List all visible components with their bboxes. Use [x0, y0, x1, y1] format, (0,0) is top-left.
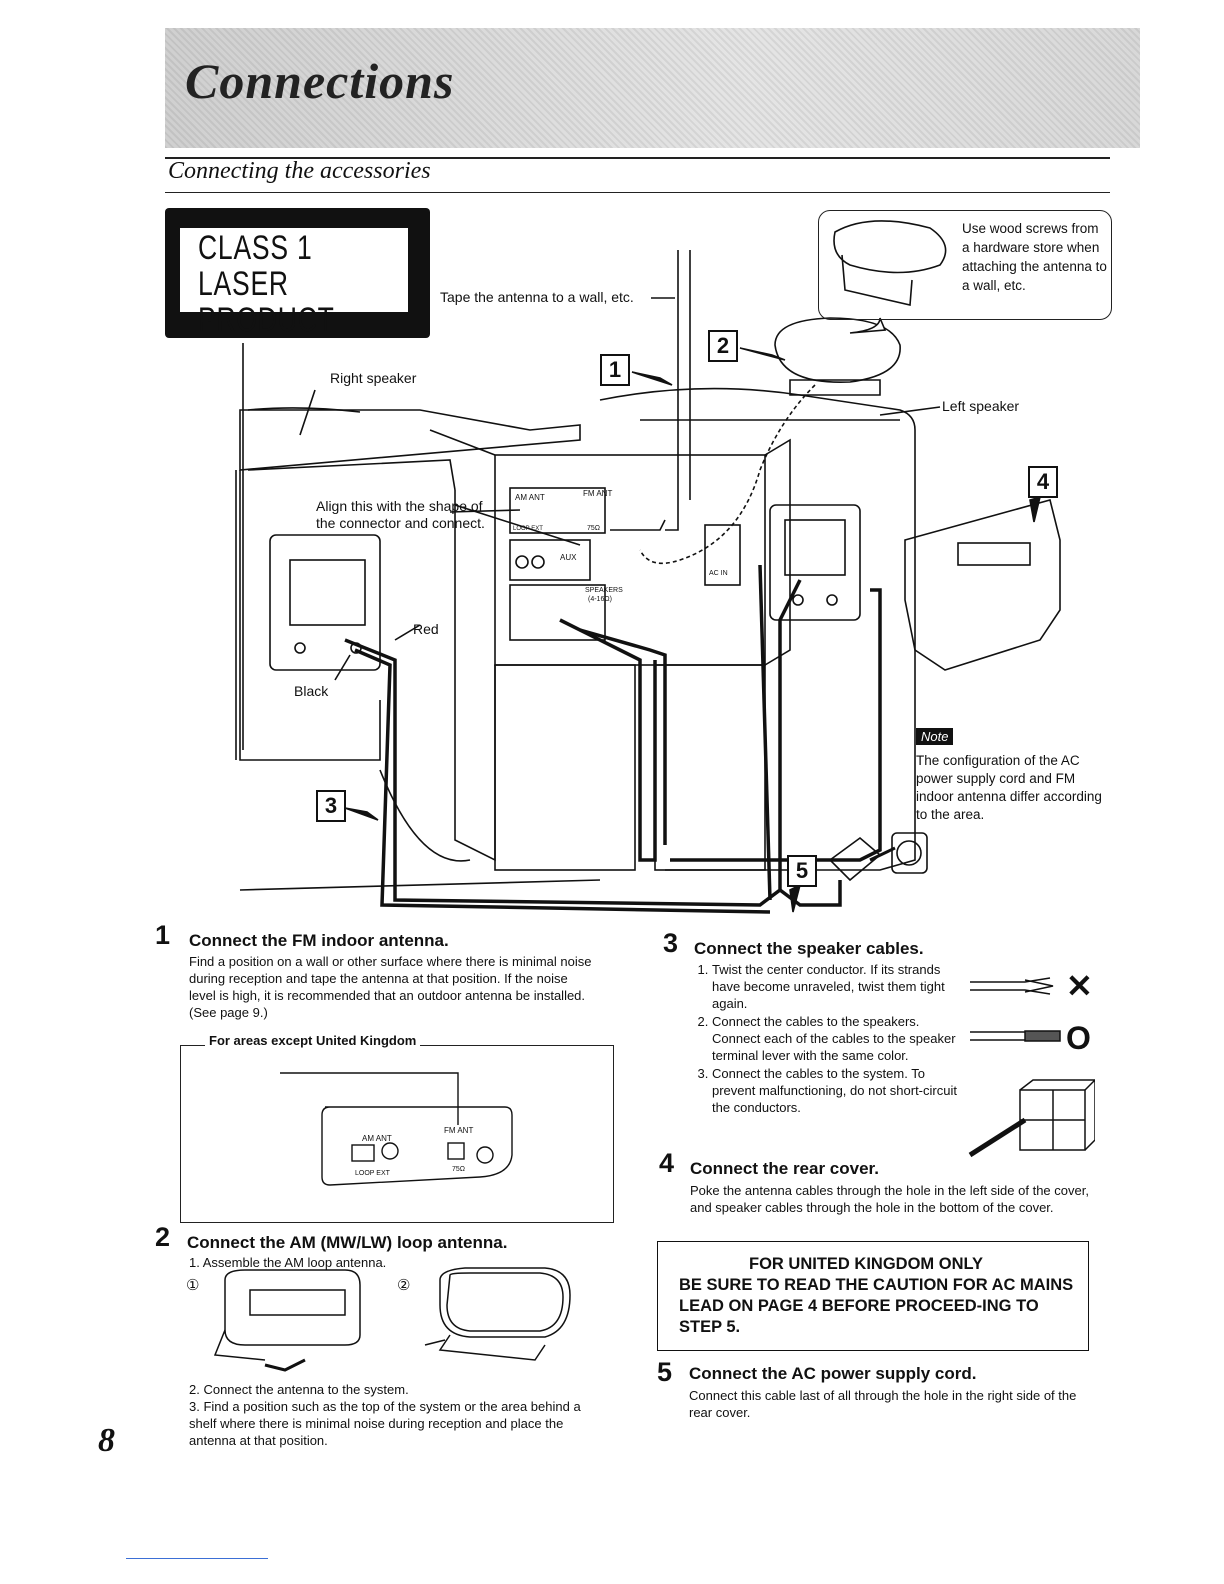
step-2-item-2: 2. Connect the antenna to the system.	[189, 1382, 409, 1397]
fm-antenna-wire	[665, 250, 679, 531]
panel-loop-ext: LOOP EXT	[513, 526, 543, 532]
loop-antenna-stand	[439, 1267, 571, 1338]
laser-label-inner	[180, 228, 408, 312]
step-4-number: 4	[659, 1148, 675, 1178]
step-2-title: Connect the AM (MW/LW) loop antenna.	[187, 1233, 508, 1252]
speaker-cable-illustration	[968, 977, 1095, 1158]
diagram-step-badge-2: 2	[708, 330, 738, 362]
step-2-item-3: 3. Find a position such as the top of th…	[189, 1399, 581, 1448]
step-3-number: 3	[663, 928, 679, 958]
right-cabinet-back	[494, 664, 636, 871]
aux-jacks	[509, 539, 591, 581]
panel-speakers-ohm: (4-16Ω)	[588, 596, 612, 603]
diagram-step-badge-1: 1	[600, 354, 630, 386]
panel-speakers: SPEAKERS	[585, 587, 623, 594]
right-speaker-terminal-panel	[269, 534, 381, 671]
align-connector-label: Align this with the shape of the connect…	[316, 498, 485, 531]
header-band	[165, 28, 1140, 148]
step-5-title: Connect the AC power supply cord.	[689, 1364, 977, 1383]
panel-am-ant: AM ANT	[515, 493, 545, 502]
connection-diagram: AM ANT FM ANT LOOP EXT 75Ω AUX SPEAKERS …	[235, 220, 1061, 914]
wood-screws-callout	[818, 210, 1112, 320]
areas-except-uk-label: For areas except United Kingdom	[205, 1033, 421, 1048]
rear-cover	[904, 499, 1061, 671]
diagram-step-badge-3: 3	[316, 790, 346, 822]
uk-notice-box	[657, 1241, 1089, 1351]
unraveled-wire	[970, 977, 1051, 995]
left-speaker-cable	[670, 588, 882, 862]
diagram-step-badge-4: 4	[1028, 466, 1058, 498]
page-number: 8	[98, 1422, 115, 1459]
step-2-circle-1: ①	[186, 1277, 200, 1294]
section-title: Connecting the accessories	[168, 158, 431, 184]
step-4-title: Connect the rear cover.	[690, 1159, 879, 1178]
uk-notice-body: BE SURE TO READ THE CAUTION FOR AC MAINS…	[679, 1276, 1074, 1336]
panel-aux: AUX	[560, 553, 577, 562]
good-wire-mark: O	[1066, 1020, 1091, 1056]
black-label: Black	[294, 683, 329, 699]
laser-label-text: CLASS 1 LASER PRODUCT	[198, 230, 432, 338]
step-2-item-1: 1. Assemble the AM loop antenna.	[189, 1255, 387, 1270]
left-speaker-terminal-panel	[769, 504, 861, 621]
step-2-number: 2	[155, 1222, 171, 1252]
step-5-number: 5	[657, 1357, 673, 1387]
laser-line-1: CLASS 1	[198, 229, 313, 267]
am-loop-cable	[639, 384, 816, 565]
note-text: The configuration of the AC power supply…	[916, 753, 1102, 822]
ac-inlet	[704, 524, 741, 586]
loop-antenna-front	[224, 1269, 361, 1346]
panel-75ohm: 75Ω	[587, 525, 600, 532]
footer-line	[126, 1558, 268, 1559]
inset-fm-ant: FM ANT	[444, 1126, 473, 1135]
panel-fm-ant: FM ANT	[583, 489, 612, 498]
main-unit-back	[494, 454, 766, 666]
am-loop-antenna	[774, 317, 901, 383]
panel-ac-in: AC IN	[709, 570, 728, 577]
note-badge: Note	[916, 728, 954, 745]
inset-75ohm: 75Ω	[452, 1166, 465, 1173]
wall-outlet	[891, 832, 928, 874]
inset-loop-ext: LOOP EXT	[355, 1170, 391, 1177]
step-1-title: Connect the FM indoor antenna.	[189, 931, 449, 950]
step-5-body: Connect this cable last of all through t…	[689, 1388, 1077, 1420]
fm-antenna-inset: AM ANT FM ANT LOOP EXT 75Ω	[280, 1072, 513, 1186]
step-3-item-3: Connect the cables to the system. To pre…	[712, 1065, 962, 1116]
step-3-item-2: Connect the cables to the speakers. Conn…	[712, 1013, 962, 1064]
right-speaker-cable	[344, 579, 802, 907]
step-3-item-1: Twist the center conductor. If its stran…	[712, 961, 962, 1012]
tape-antenna-label: Tape the antenna to a wall, etc.	[440, 289, 634, 305]
left-speaker-body	[599, 387, 916, 871]
step-2-circle-2: ②	[397, 1277, 411, 1294]
right-speaker-label: Right speaker	[330, 370, 417, 386]
step-1-body: Find a position on a wall or other surfa…	[189, 954, 592, 1020]
am-antenna-assembly-illustration	[213, 1267, 571, 1372]
laser-line-2: LASER PRODUCT	[198, 265, 335, 339]
red-label: Red	[413, 621, 439, 637]
ac-cord	[758, 564, 772, 901]
section-rule-bottom	[165, 192, 1110, 193]
uk-notice-heading: FOR UNITED KINGDOM ONLY	[749, 1255, 984, 1273]
bad-wire-mark: ✕	[1066, 968, 1093, 1004]
section-rule-top	[165, 157, 1110, 159]
wood-screws-text: Use wood screws from a hardware store wh…	[962, 221, 1107, 293]
step-3-list: Twist the center conductor. If its stran…	[692, 961, 962, 1117]
right-speaker-top	[239, 409, 581, 471]
diagram-step-badge-5: 5	[787, 855, 817, 887]
step-1-number: 1	[155, 920, 171, 950]
step-4-body: Poke the antenna cables through the hole…	[690, 1183, 1089, 1215]
speaker-terminals	[509, 584, 606, 641]
page-title: Connections	[185, 53, 455, 109]
inset-am-ant: AM ANT	[362, 1134, 392, 1143]
step-3-title: Connect the speaker cables.	[694, 939, 924, 958]
left-speaker-label: Left speaker	[942, 398, 1020, 414]
